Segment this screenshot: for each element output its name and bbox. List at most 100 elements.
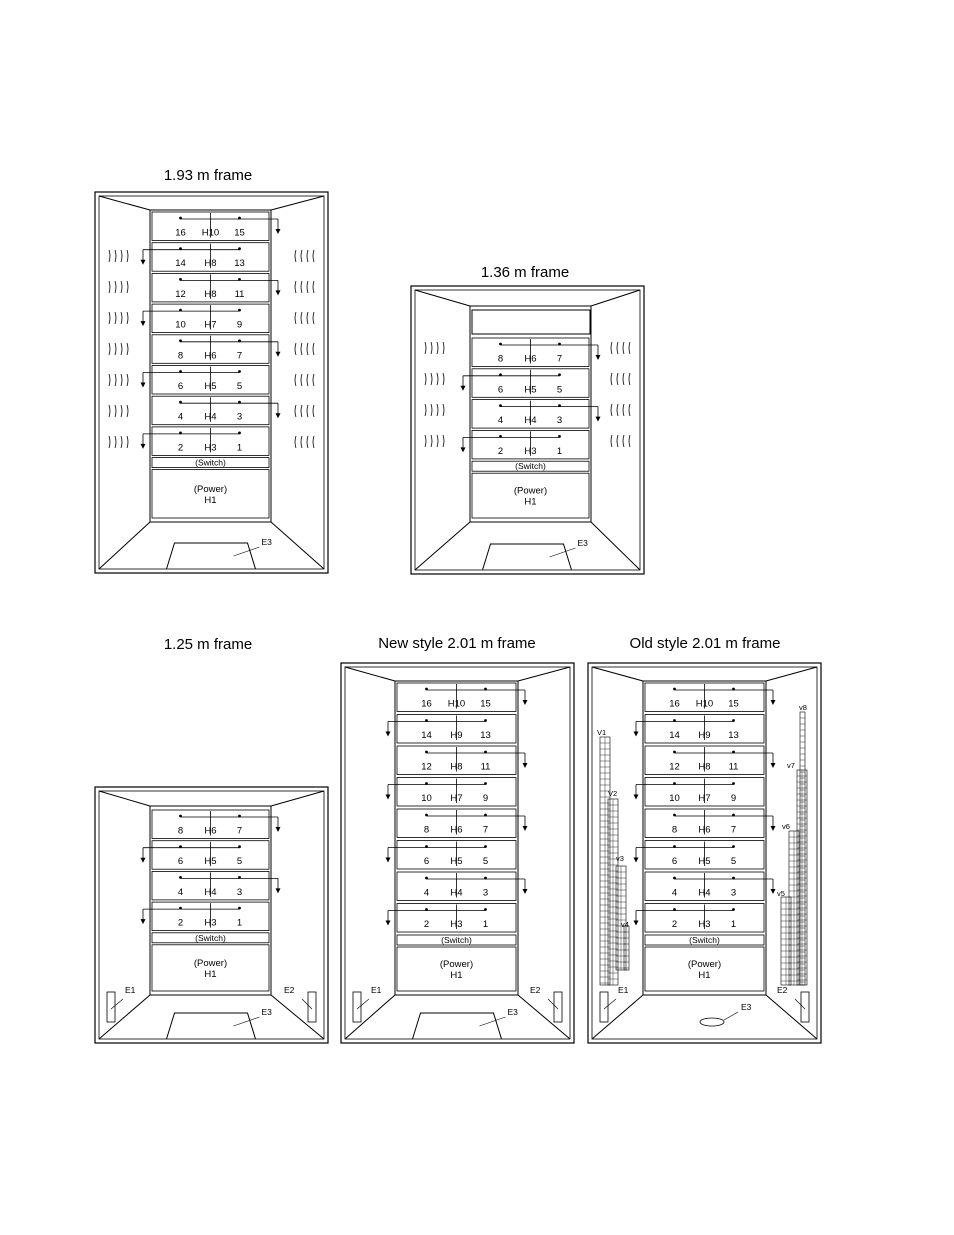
- vent-wave-mark: [294, 404, 297, 418]
- slot-number-left: 2: [498, 446, 503, 457]
- shelf-label: H5: [698, 856, 710, 867]
- vent-wave-mark: [424, 403, 427, 417]
- perspective-line: [98, 994, 151, 1040]
- frame-inner-border: [98, 790, 325, 1040]
- shelf-box: [471, 337, 590, 367]
- e1-label: E1: [618, 985, 629, 995]
- arrow-head: [275, 888, 281, 894]
- slot-number-left: 8: [498, 354, 503, 365]
- shelf-box: [396, 714, 517, 744]
- vent-wave-mark: [126, 311, 129, 325]
- power-label: (Power): [688, 959, 721, 970]
- vent-wave-mark: [306, 249, 309, 263]
- e2-label: E2: [284, 985, 295, 995]
- slot-number-right: 5: [237, 856, 242, 867]
- vent-wave-mark: [436, 403, 439, 417]
- vent-wave-mark: [126, 435, 129, 449]
- frame-outer: [587, 662, 822, 1044]
- shelf-box: [644, 903, 765, 933]
- arrow-head: [385, 857, 391, 863]
- vent-wave-mark: [114, 373, 117, 387]
- vent-wave-mark: [294, 435, 297, 449]
- shelf-label: H5: [204, 856, 216, 867]
- shelf-label: H3: [204, 442, 216, 453]
- shelf-box: [396, 745, 517, 775]
- slot-number-right: 7: [237, 350, 242, 361]
- shelf-box: [151, 272, 270, 303]
- power-box: [151, 469, 270, 519]
- vent-wave-mark: [108, 311, 111, 325]
- e2-leader: [794, 998, 806, 1010]
- slot-number-left: 16: [175, 228, 186, 239]
- shelf-box: [151, 840, 270, 870]
- vent-wave-mark: [126, 404, 129, 418]
- shelf-label: H8: [204, 289, 216, 300]
- e1-panel: [599, 991, 609, 1023]
- slot-number-left: 8: [672, 825, 677, 836]
- vent-wave-mark: [306, 342, 309, 356]
- shelf-box: [151, 809, 270, 839]
- switch-box: [396, 934, 517, 946]
- shelf-box: [644, 840, 765, 870]
- vent-wave-mark: [312, 311, 315, 325]
- arrow-head: [633, 731, 639, 737]
- shelf-label: H10: [202, 228, 219, 239]
- shelf-label: H7: [450, 793, 462, 804]
- shelf-box: [396, 840, 517, 870]
- frame-inner-border: [591, 666, 818, 1040]
- frame-title: New style 2.01 m frame: [378, 635, 536, 652]
- vent-wave-mark: [616, 372, 619, 386]
- vent-wave-mark: [436, 434, 439, 448]
- arrow-head: [522, 826, 528, 831]
- vent-label: V2: [608, 789, 617, 798]
- slot-number-right: 3: [237, 412, 242, 423]
- slot-number-left: 6: [672, 856, 677, 867]
- arrow-head: [275, 290, 281, 296]
- shelf-box: [151, 211, 270, 241]
- switch-label: (Switch): [515, 461, 546, 471]
- arrow-head: [522, 700, 528, 705]
- vent-wave-mark: [114, 435, 117, 449]
- perspective-line: [590, 289, 641, 307]
- vent-wave-mark: [312, 342, 315, 356]
- shelf-label: H5: [524, 384, 536, 395]
- perspective-line: [517, 666, 571, 682]
- vent-wave-mark: [300, 280, 303, 294]
- shelf-label: H10: [448, 699, 465, 710]
- vent-wave-mark: [108, 280, 111, 294]
- shelf-box: [644, 714, 765, 744]
- shelf-label: H7: [698, 793, 710, 804]
- arrow-head: [460, 385, 466, 391]
- power-id: H1: [204, 969, 216, 980]
- e3-label: E3: [508, 1007, 519, 1017]
- vent-wave-mark: [430, 341, 433, 355]
- switch-label: (Switch): [689, 935, 720, 945]
- perspective-line: [765, 666, 818, 682]
- shelf-label: H4: [204, 412, 216, 423]
- arrow-head: [140, 259, 146, 265]
- shelf-label: H4: [698, 888, 710, 899]
- vent-wave-mark: [120, 373, 123, 387]
- vent-wave-mark: [108, 249, 111, 263]
- vent-label: v5: [777, 889, 785, 898]
- vent-wave-mark: [306, 373, 309, 387]
- shelf-label: H5: [450, 856, 462, 867]
- slot-number-right: 5: [557, 384, 562, 395]
- power-id: H1: [524, 497, 536, 508]
- frame-outer: [94, 191, 329, 574]
- e3-label: E3: [262, 537, 273, 547]
- vent-wave-mark: [430, 434, 433, 448]
- vent-wave-mark: [616, 434, 619, 448]
- slot-number-left: 6: [178, 381, 183, 392]
